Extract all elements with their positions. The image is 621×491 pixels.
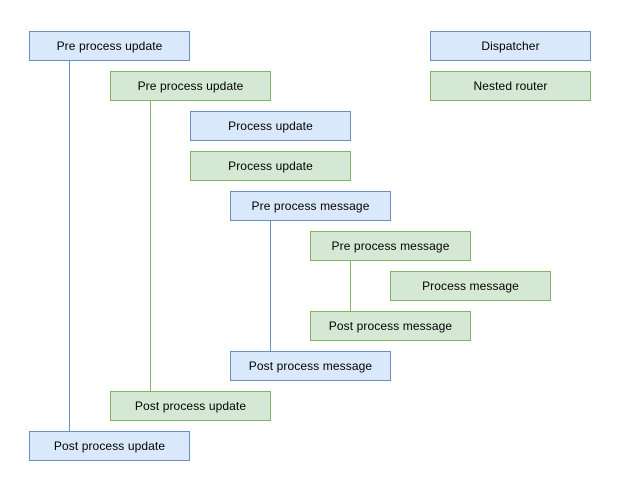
edge-pre-to-post-process-update-dispatcher [69, 61, 70, 431]
node-post-process-message-nested-router[interactable]: Post process message [310, 311, 471, 341]
edge-pre-to-post-process-message-nested-router [350, 261, 351, 311]
node-post-process-update-dispatcher[interactable]: Post process update [29, 431, 190, 461]
node-pre-process-update-nested-router[interactable]: Pre process update [110, 71, 271, 101]
legend-item-nested-router: Nested router [430, 71, 591, 101]
edge-pre-to-post-process-update-nested-router [150, 101, 151, 391]
node-process-message-nested-router[interactable]: Process message [390, 271, 551, 301]
legend: Dispatcher Nested router [430, 31, 591, 101]
node-post-process-message-dispatcher[interactable]: Post process message [230, 351, 391, 381]
node-process-update-nested-router[interactable]: Process update [190, 151, 351, 181]
node-post-process-update-nested-router[interactable]: Post process update [110, 391, 271, 421]
node-pre-process-update-dispatcher[interactable]: Pre process update [29, 31, 190, 61]
node-pre-process-message-nested-router[interactable]: Pre process message [310, 231, 471, 261]
node-pre-process-message-dispatcher[interactable]: Pre process message [230, 191, 391, 221]
legend-item-dispatcher: Dispatcher [430, 31, 591, 61]
edge-pre-to-post-process-message-dispatcher [270, 221, 271, 351]
node-process-update-dispatcher[interactable]: Process update [190, 111, 351, 141]
